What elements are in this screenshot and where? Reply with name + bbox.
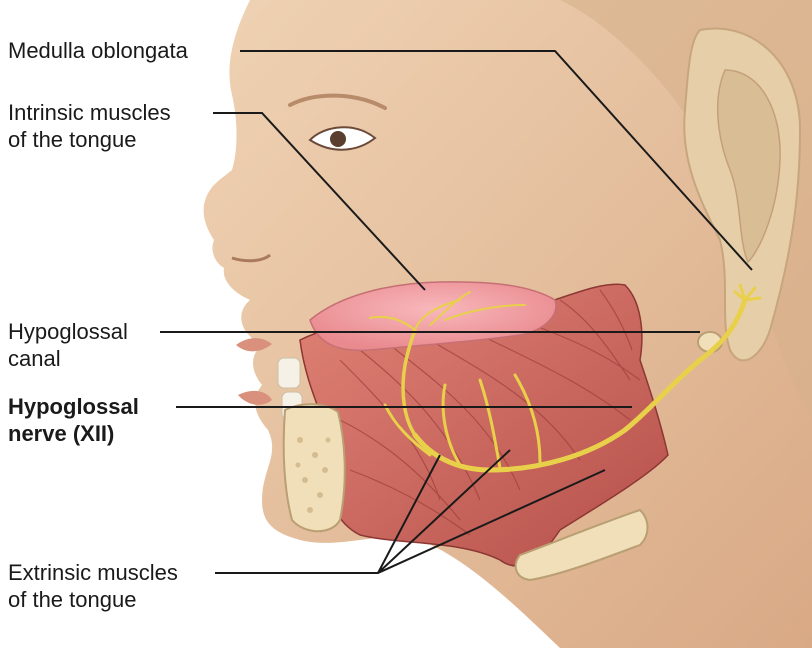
label-extrinsic-muscles: Extrinsic muscles of the tongue <box>8 560 178 612</box>
hyoid-bone <box>514 508 649 582</box>
label-intrinsic-muscles: Intrinsic muscles of the tongue <box>8 100 171 152</box>
bone-trabeculae <box>295 437 331 513</box>
iris <box>330 131 346 147</box>
lips <box>236 338 272 405</box>
leader-intrinsic <box>213 112 426 291</box>
hypoglossal-nerve <box>383 283 762 473</box>
mandible <box>282 403 346 533</box>
label-hypoglossal-canal: Hypoglossal canal <box>8 319 128 371</box>
leader-medulla <box>240 50 753 271</box>
label-hypoglossal-nerve: Hypoglossal nerve (XII) <box>8 394 139 446</box>
leader-lines <box>160 50 753 574</box>
nostril <box>231 253 271 263</box>
ear-inner <box>716 69 781 264</box>
eyebrow <box>288 93 387 110</box>
nerve-branches-tongue <box>369 291 526 331</box>
tongue-surface <box>309 281 557 352</box>
label-medulla-oblongata: Medulla oblongata <box>8 38 188 63</box>
upper-tooth <box>277 357 301 389</box>
leader-extrinsic <box>215 449 606 574</box>
